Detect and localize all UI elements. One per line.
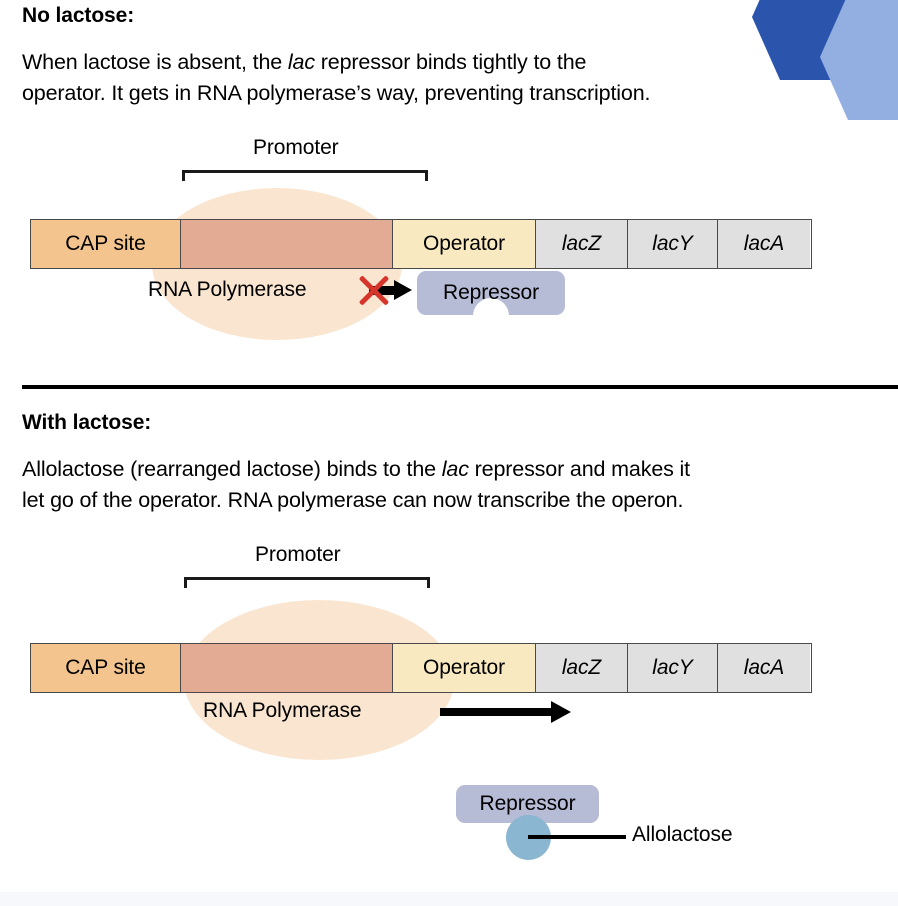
panel-2-rna-polymerase-label: RNA Polymerase [203,699,362,722]
section-divider [22,385,898,389]
panel-1-body-line1-part2: repressor binds tightly to the [314,50,587,74]
panel-2-body-line2: let go of the operator. RNA polymerase c… [22,488,684,512]
panel-1-promoter-label: Promoter [253,136,339,159]
panel-2-operon-map: CAP site Operator lacZ lacY lacA [30,643,812,693]
allolactose-label: Allolactose [632,823,733,846]
panel-2-body-line1-part2: repressor and makes it [468,457,691,481]
panel-1-repressor: Repressor [417,271,565,316]
panel-2-lacy-box: lacY [628,644,718,692]
panel-2-lacz-box: lacZ [536,644,628,692]
panel-1-operator-box: Operator [393,220,536,268]
panel-1-blocked-transcription-icon [355,271,393,309]
panel-1-lacz-box: lacZ [536,220,628,268]
panel-1-laca-box: lacA [718,220,810,268]
panel-1-promoter-bracket [182,170,428,181]
panel-1-cap-site-box: CAP site [31,220,181,268]
allolactose-leader-line [528,835,626,839]
panel-2-promoter-bracket [184,577,430,588]
panel-1-operon-map: CAP site Operator lacZ lacY lacA [30,219,812,269]
panel-2-operator-box: Operator [393,644,536,692]
panel-2-transcription-arrow-head [551,701,571,723]
panel-1-body-line1-emphasis: lac [287,50,315,74]
panel-1-transcription-arrow-head [394,280,412,300]
panel-2-promoter-box [181,644,393,692]
bottom-edge-band [0,892,898,906]
panel-1-rna-polymerase-label: RNA Polymerase [148,278,307,301]
panel-2-body-line1-part1: Allolactose (rearranged lactose) binds t… [22,457,442,481]
panel-2-laca-box: lacA [718,644,810,692]
panel-2-cap-site-box: CAP site [31,644,181,692]
panel-1-transcription-arrow-shaft [369,286,395,295]
panel-2-transcription-arrow-shaft [440,708,554,716]
panel-1-body-line2: operator. It gets in RNA polymerase’s wa… [22,81,651,105]
panel-2-repressor-label: Repressor [479,792,576,815]
panel-2-promoter-label: Promoter [255,543,341,566]
panel-2-body-line1-emphasis: lac [441,457,469,481]
panel-1-body-line1-part1: When lactose is absent, the [22,50,288,74]
panel-1-repressor-label: Repressor [443,281,539,304]
panel-1-body: When lactose is absent, the lac represso… [22,47,882,109]
panel-1-heading: No lactose: [22,4,135,27]
panel-1-repressor-notch [473,298,509,316]
panel-2-body: Allolactose (rearranged lactose) binds t… [22,454,892,516]
panel-1-lacy-box: lacY [628,220,718,268]
panel-1-promoter-box [181,220,393,268]
panel-2-heading: With lactose: [22,411,152,434]
